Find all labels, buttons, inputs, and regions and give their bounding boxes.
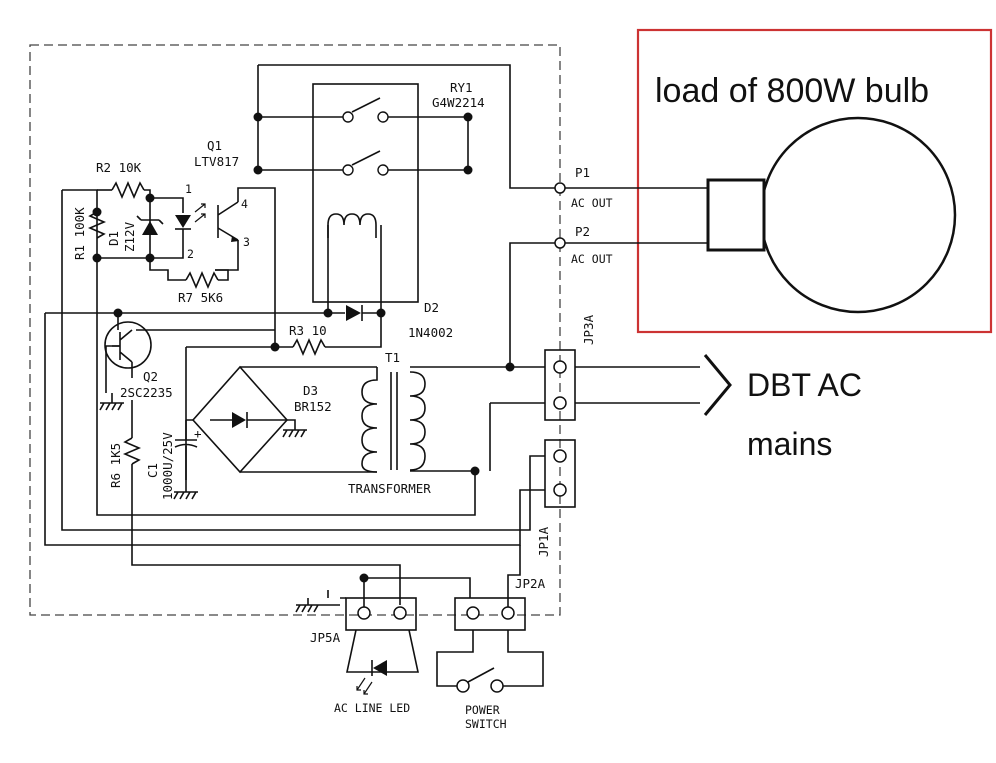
connector-jp3a: JP3A xyxy=(489,314,732,471)
q1-ref: Q1 xyxy=(207,138,222,153)
t1-primary-coil-icon xyxy=(361,367,378,473)
transistor-q2: Q2 2SC2235 xyxy=(99,313,275,411)
power-switch-icon xyxy=(467,667,495,683)
t1-secondary-coil-icon xyxy=(409,371,426,471)
q2-body xyxy=(104,321,152,369)
power-switch-line1: POWER xyxy=(465,703,500,717)
d3-part: BR152 xyxy=(294,399,332,414)
terminal-p2 xyxy=(554,237,566,249)
load-label: load of 800W bulb xyxy=(655,72,929,110)
connector-jp5a: JP5A AC LINE LED xyxy=(295,573,471,715)
c1-ref: C1 xyxy=(145,463,160,478)
relay-part: G4W2214 xyxy=(432,95,485,110)
d2-ref: D2 xyxy=(424,300,439,315)
jp3a-ref: JP3A xyxy=(581,314,596,345)
dbt-line2: mains xyxy=(747,426,832,462)
q2-part: 2SC2235 xyxy=(120,385,173,400)
r3-label: R3 10 xyxy=(289,323,327,338)
r3-resistor-icon xyxy=(292,337,326,357)
r1-label: R1 100K xyxy=(72,207,87,260)
d3-ref: D3 xyxy=(303,383,318,398)
led-label: AC LINE LED xyxy=(334,701,410,715)
q1-pin1: 1 xyxy=(185,182,192,196)
bulb-globe-icon xyxy=(759,116,957,314)
bridge-ground-icon xyxy=(282,429,307,438)
r7-label: R7 5K6 xyxy=(178,290,223,305)
relay-ry1: RY1 G4W2214 xyxy=(258,80,485,313)
p2-ref: P2 xyxy=(575,224,590,239)
load-box-frame xyxy=(636,28,993,334)
q1-pin3: 3 xyxy=(243,235,250,249)
q1-pin2: 2 xyxy=(187,247,194,261)
terminal-p1 xyxy=(554,182,566,194)
relay-coil-icon xyxy=(327,213,377,238)
c1-polarity: + xyxy=(194,426,202,441)
transformer-t1: T1 TRANSFORMER xyxy=(348,350,545,496)
q2-ref: Q2 xyxy=(143,369,158,384)
load-box: load of 800W bulb xyxy=(636,28,993,334)
r7-resistor-icon xyxy=(185,270,219,290)
d2-part: 1N4002 xyxy=(408,325,453,340)
bridge-d3: D3 BR152 xyxy=(186,365,377,474)
r2-label: R2 10K xyxy=(96,160,142,175)
jp1a-ref: JP1A xyxy=(536,526,551,557)
optocoupler-q1: Q1 LTV817 1 2 4 3 xyxy=(150,138,276,347)
c1-value: 1000U/25V xyxy=(160,432,175,500)
ac-out-terminals: P1 AC OUT P2 AC OUT xyxy=(554,165,708,266)
q1-part: LTV817 xyxy=(194,154,239,169)
bridge-diode-icon xyxy=(232,412,246,428)
capacitor-c1: + C1 1000U/25V xyxy=(145,420,202,500)
q1-pin4: 4 xyxy=(241,197,248,211)
ac-line-led-icon xyxy=(373,660,387,676)
p1-label: AC OUT xyxy=(571,196,613,210)
p2-label: AC OUT xyxy=(571,252,613,266)
p1-ref: P1 xyxy=(575,165,590,180)
d1-value: Z12V xyxy=(122,221,137,252)
connector-jp2a: JP2A POWER SWITCH xyxy=(436,545,546,731)
t1-ref: T1 xyxy=(385,350,400,365)
enclosure-border xyxy=(29,44,561,616)
r1-resistor-icon xyxy=(87,211,107,239)
d2-diode-icon xyxy=(346,305,361,321)
d1-zener-icon xyxy=(142,221,158,235)
dbt-line1: DBT AC xyxy=(747,367,862,403)
diode-d2: D2 1N4002 xyxy=(118,300,453,340)
jp5a-ground-icon xyxy=(295,598,340,613)
jp2a-ref: JP2A xyxy=(515,576,546,591)
bulb-base-icon xyxy=(706,178,766,252)
power-switch-line2: SWITCH xyxy=(465,717,507,731)
r2-resistor-icon xyxy=(111,180,145,200)
dbt-arrow-icon xyxy=(703,354,732,416)
d1-ref: D1 xyxy=(106,231,121,246)
connector-jp1a: JP1A xyxy=(536,439,576,557)
q2-ground-icon xyxy=(99,393,124,411)
r6-label: R6 1K5 xyxy=(108,443,123,488)
opto-led-icon xyxy=(175,215,191,228)
relay-ref: RY1 xyxy=(450,80,473,95)
relay-body xyxy=(312,83,419,303)
c1-ground-icon xyxy=(173,491,198,500)
jp5a-ref: JP5A xyxy=(310,630,341,645)
t1-name: TRANSFORMER xyxy=(348,481,431,496)
r6-resistor-icon xyxy=(122,437,142,465)
opto-transistor-icon xyxy=(217,201,239,241)
